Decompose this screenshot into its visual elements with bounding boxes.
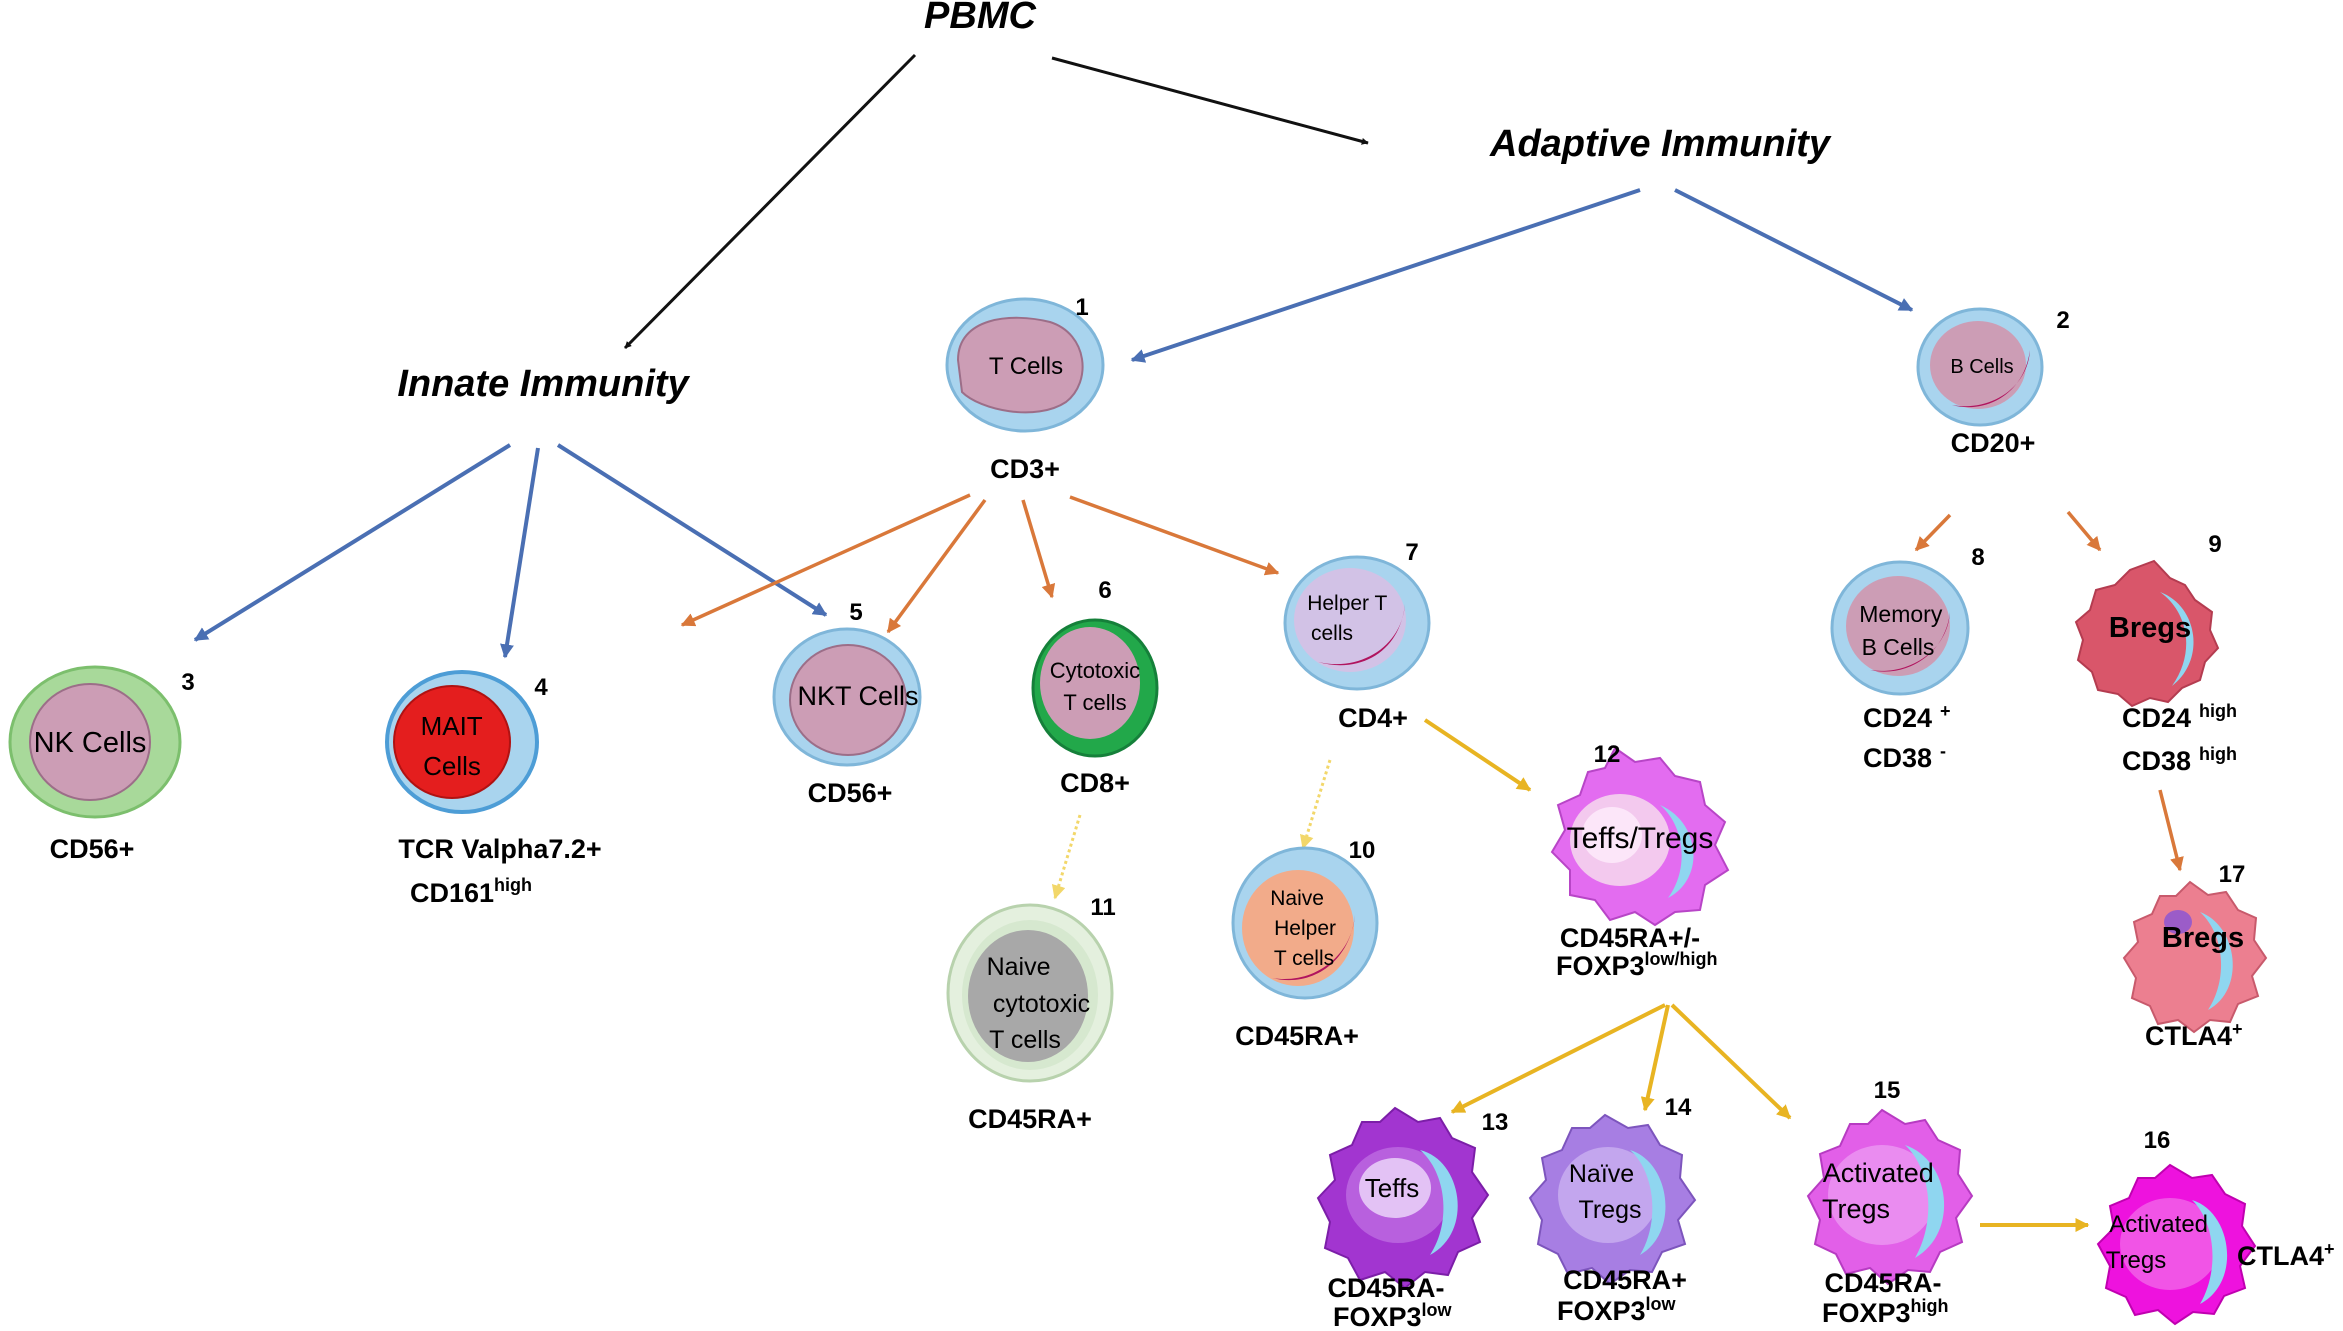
cell-number: 8 bbox=[1971, 544, 1984, 571]
cell-label: MAIT Cells bbox=[421, 711, 490, 781]
cell-number: 3 bbox=[181, 669, 194, 696]
cell-number: 4 bbox=[534, 674, 548, 701]
cell-number: 11 bbox=[1090, 894, 1115, 921]
cell-nk-cells: NK Cells bbox=[8, 665, 182, 819]
arrow-cd8-to-naive-cytotoxic bbox=[1051, 814, 1082, 900]
arrow-cd3-to-helper bbox=[1069, 495, 1280, 576]
cell-label: Memory B Cells bbox=[1859, 601, 1948, 660]
cell-mait-cells: MAIT Cells bbox=[385, 670, 539, 814]
marker-label: FOXP3low bbox=[1333, 1300, 1453, 1331]
cell-label: Teffs/Tregs bbox=[1567, 822, 1714, 855]
marker-label: CD45RA+/- bbox=[1560, 923, 1700, 953]
cell-label: Bregs bbox=[2109, 612, 2191, 644]
cell-number: 13 bbox=[1482, 1109, 1509, 1136]
arrow-cd4-to-teffs-tregs bbox=[1423, 718, 1532, 792]
marker-label: CD20+ bbox=[1951, 428, 2036, 458]
arrow-teffs-tregs-to-activated-tregs bbox=[1670, 1003, 1792, 1120]
marker-label: CD45RA- bbox=[1327, 1273, 1444, 1303]
cell-label: Naïve Tregs bbox=[1569, 1160, 1642, 1224]
cell-label: Activated Tregs bbox=[1822, 1158, 1941, 1224]
cell-number: 6 bbox=[1098, 577, 1111, 604]
cell-label: Naive cytotoxic T cells bbox=[987, 953, 1098, 1054]
cell-number: 2 bbox=[2056, 307, 2069, 334]
arrow-adaptive-to-t-cells bbox=[1130, 188, 1641, 363]
marker-label: CD4+ bbox=[1338, 703, 1408, 733]
arrow-teffs-tregs-to-teffs bbox=[1450, 1003, 1666, 1114]
arrow-cd3-to-nkt-cells bbox=[886, 498, 987, 634]
cell-label: Bregs bbox=[2162, 922, 2244, 954]
cell-number: 16 bbox=[2144, 1127, 2171, 1154]
arrow-innate-to-nk-cells bbox=[193, 443, 512, 642]
cell-teffs: Teffs bbox=[1316, 1106, 1490, 1290]
cell-memory-b-cells: Memory B Cells bbox=[1830, 560, 1970, 696]
cell-activated-tregs: Activated Tregs bbox=[1806, 1108, 1974, 1286]
cell-number: 7 bbox=[1405, 539, 1418, 566]
marker-label: FOXP3high bbox=[1822, 1296, 1949, 1328]
cell-label: Cytotoxic T cells bbox=[1050, 658, 1147, 715]
arrow-pbmc-to-adaptive bbox=[1051, 56, 1369, 145]
cell-number: 17 bbox=[2219, 861, 2246, 888]
arrow-adaptive-to-b-cells bbox=[1674, 188, 1914, 312]
cell-number: 15 bbox=[1874, 1077, 1901, 1104]
marker-label: CD45RA+ bbox=[1235, 1021, 1359, 1051]
cell-label: Activated Tregs bbox=[2106, 1211, 2215, 1274]
cell-naive-tregs: Naïve Tregs bbox=[1528, 1113, 1697, 1286]
cell-nkt-cells: NKT Cells bbox=[772, 627, 922, 767]
arrow-cd4-to-naive-helper bbox=[1300, 759, 1332, 850]
cell-bregs: Bregs bbox=[2074, 559, 2220, 708]
marker-label: CD161high bbox=[410, 875, 532, 908]
marker-label: CTLA4+ bbox=[2237, 1239, 2335, 1271]
marker-label: FOXP3low/high bbox=[1556, 949, 1718, 981]
arrow-cd3-to-unlabeled bbox=[680, 493, 971, 627]
marker-label: CD38- bbox=[1863, 741, 1946, 773]
cell-label: NKT Cells bbox=[797, 681, 918, 711]
arrow-cd20-to-bregs bbox=[2066, 510, 2102, 552]
marker-label: TCR Valpha7.2+ bbox=[398, 834, 601, 864]
cell-t-cells: T Cells bbox=[945, 297, 1105, 433]
cell-number: 9 bbox=[2208, 531, 2221, 558]
cell-helper-t-cells: Helper T cells bbox=[1283, 555, 1431, 691]
marker-label: CD8+ bbox=[1060, 768, 1130, 798]
header-adaptive-immunity: Adaptive Immunity bbox=[1489, 123, 1832, 165]
cell-number: 12 bbox=[1594, 741, 1621, 768]
marker-label: CD56+ bbox=[50, 834, 135, 864]
arrow-teffs-tregs-to-naive-tregs bbox=[1640, 1004, 1670, 1112]
cell-label: Helper T cells bbox=[1307, 592, 1393, 645]
cell-naive-helper-t-cells: Naive Helper T cells bbox=[1231, 846, 1379, 1000]
cell-number: 1 bbox=[1075, 294, 1088, 321]
cell-number: 14 bbox=[1665, 1094, 1692, 1121]
header-pbmc: PBMC bbox=[924, 0, 1036, 37]
marker-label: FOXP3low bbox=[1557, 1294, 1677, 1326]
marker-label: CD56+ bbox=[808, 778, 893, 808]
cell-label: Naive Helper T cells bbox=[1270, 887, 1342, 970]
header-innate-immunity: Innate Immunity bbox=[397, 363, 690, 405]
marker-label: CTLA4+ bbox=[2145, 1019, 2243, 1051]
cell-b-cells: B Cells bbox=[1916, 307, 2044, 427]
marker-label: CD45RA+ bbox=[1563, 1265, 1687, 1295]
marker-label: CD45RA- bbox=[1824, 1268, 1941, 1298]
marker-label: CD45RA+ bbox=[968, 1104, 1092, 1134]
arrow-cd3-to-cytotoxic bbox=[1021, 499, 1056, 599]
cell-label: Teffs bbox=[1365, 1173, 1419, 1203]
marker-label: CD24+ bbox=[1863, 701, 1951, 733]
arrow-bregs-to-bregs17 bbox=[2158, 789, 2184, 872]
cell-cytotoxic-t-cells: Cytotoxic T cells bbox=[1031, 618, 1159, 758]
marker-label: CD3+ bbox=[990, 454, 1060, 484]
cell-label: NK Cells bbox=[34, 727, 147, 759]
arrow-cd20-to-memory-b bbox=[1914, 513, 1952, 552]
cell-number: 10 bbox=[1349, 837, 1376, 864]
cell-teffs-tregs: Teffs/Tregs bbox=[1550, 746, 1730, 927]
cell-label: B Cells bbox=[1950, 356, 2013, 378]
cell-bregs-17: Bregs bbox=[2122, 880, 2268, 1034]
cell-naive-cytotoxic-t-cells: Naive cytotoxic T cells bbox=[946, 903, 1114, 1083]
cell-activated-tregs-16: Activated Tregs bbox=[2096, 1163, 2257, 1326]
cell-label: T Cells bbox=[989, 353, 1063, 380]
arrow-pbmc-to-innate bbox=[623, 53, 917, 350]
cell-number: 5 bbox=[849, 599, 862, 626]
arrow-innate-to-nkt-cells bbox=[556, 443, 828, 617]
arrow-innate-to-mait-cells bbox=[500, 447, 540, 659]
